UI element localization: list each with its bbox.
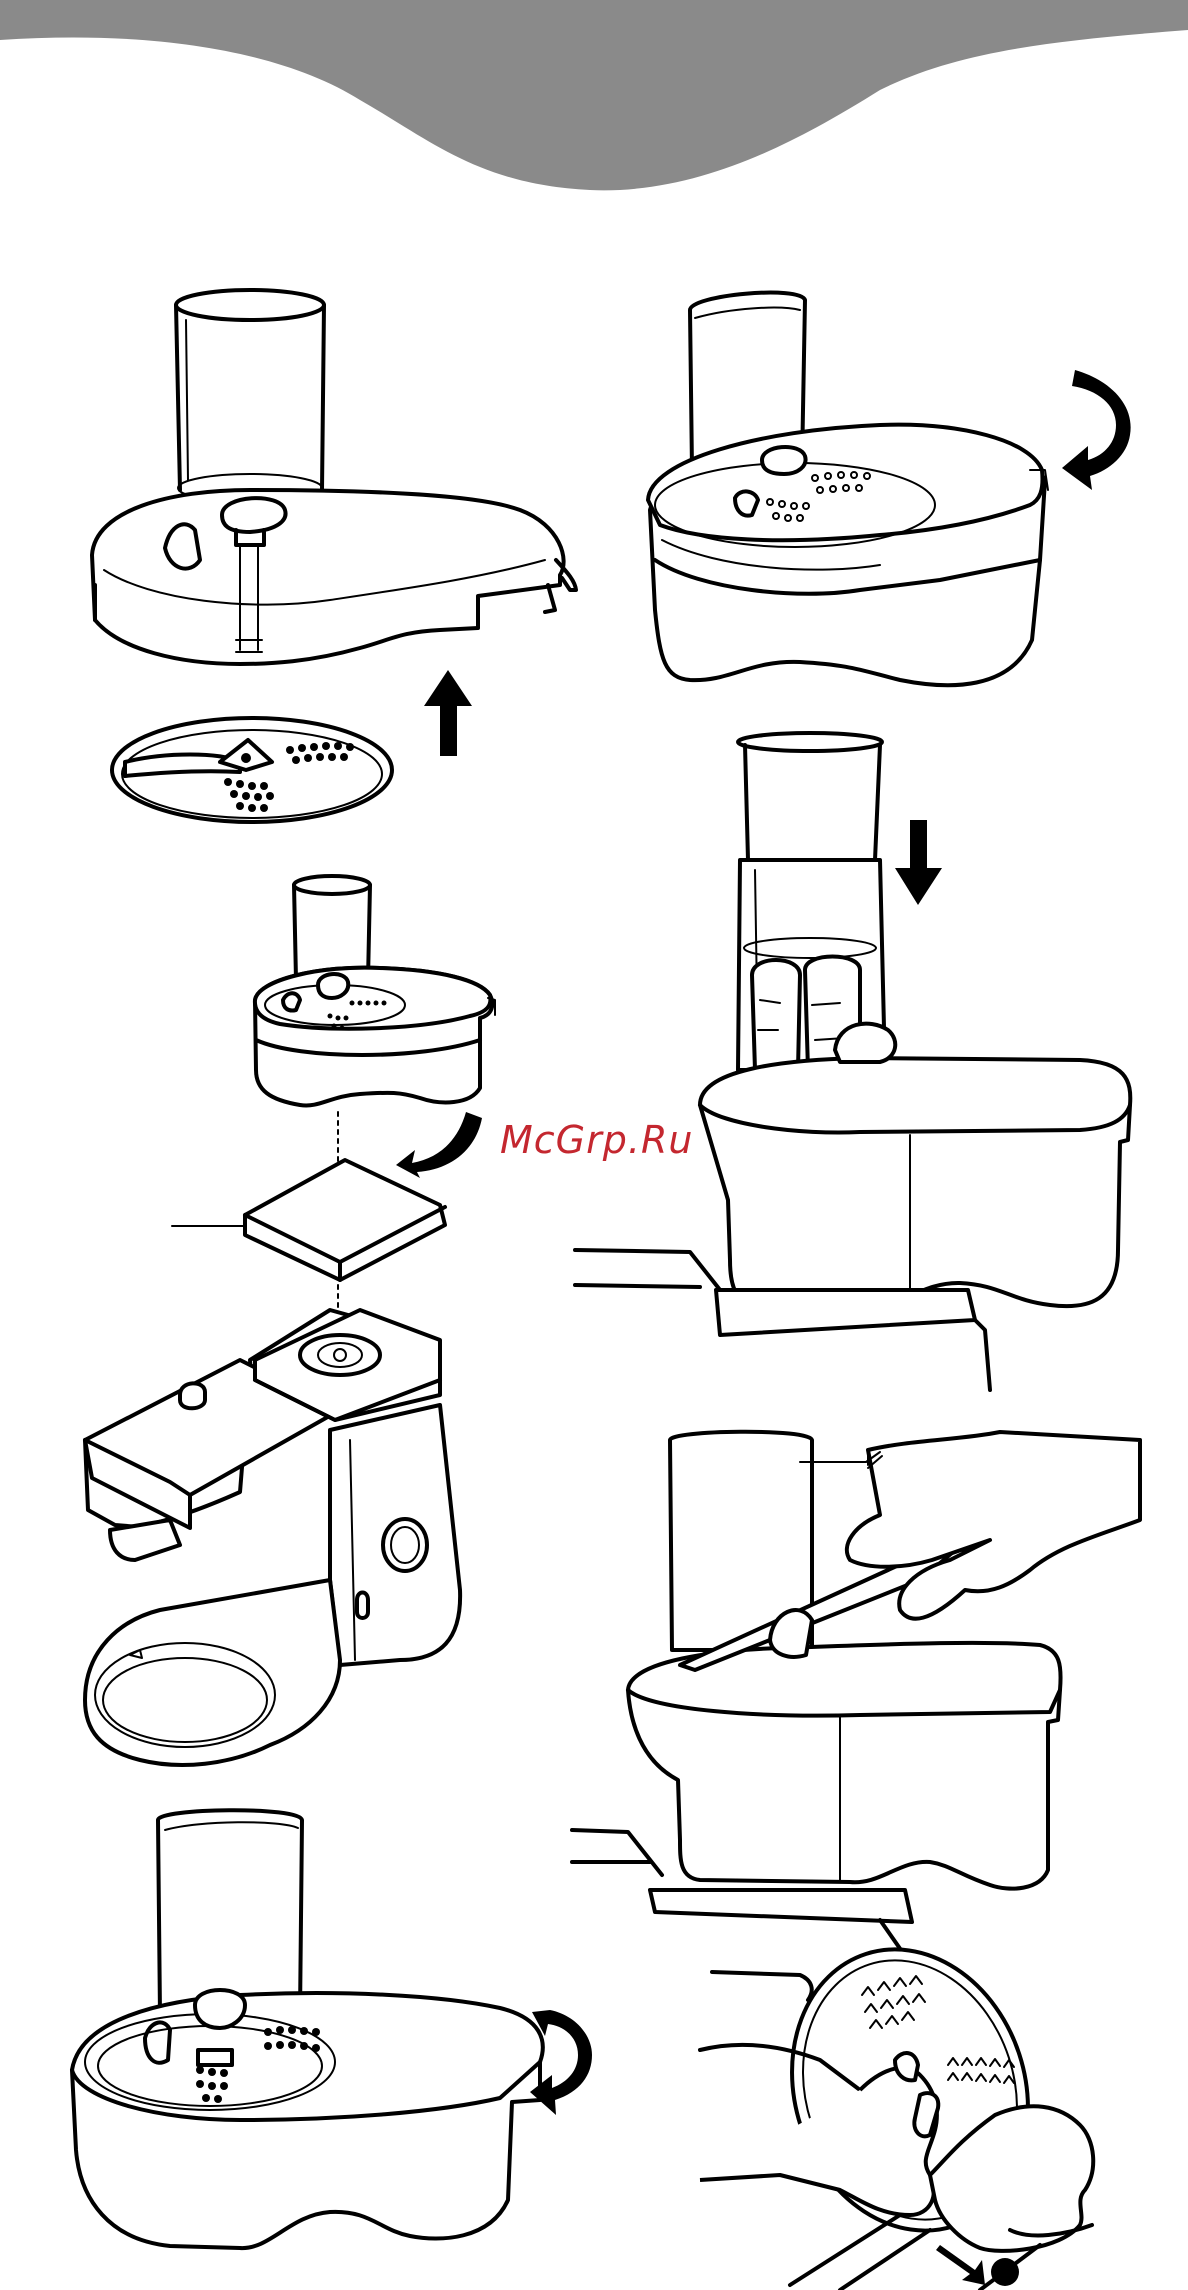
rotate-arrow-icon	[1062, 370, 1131, 490]
curved-arrow-icon	[396, 1112, 482, 1178]
outlet-cover-icon	[245, 1160, 445, 1280]
processor-bowl-icon	[575, 1024, 1130, 1390]
slicing-disc-icon	[112, 718, 392, 822]
watermark-text: McGrp.Ru	[500, 1118, 693, 1162]
processor-unit-icon	[255, 876, 495, 1105]
arrow-up-icon	[424, 670, 472, 756]
lid-icon	[92, 290, 576, 664]
processor-bowl-icon	[648, 293, 1048, 686]
stand-mixer-icon	[85, 1310, 460, 1765]
header-wave-band	[0, 0, 1188, 190]
processor-bowl-icon	[72, 1810, 543, 2248]
arrow-down-icon	[895, 820, 942, 905]
